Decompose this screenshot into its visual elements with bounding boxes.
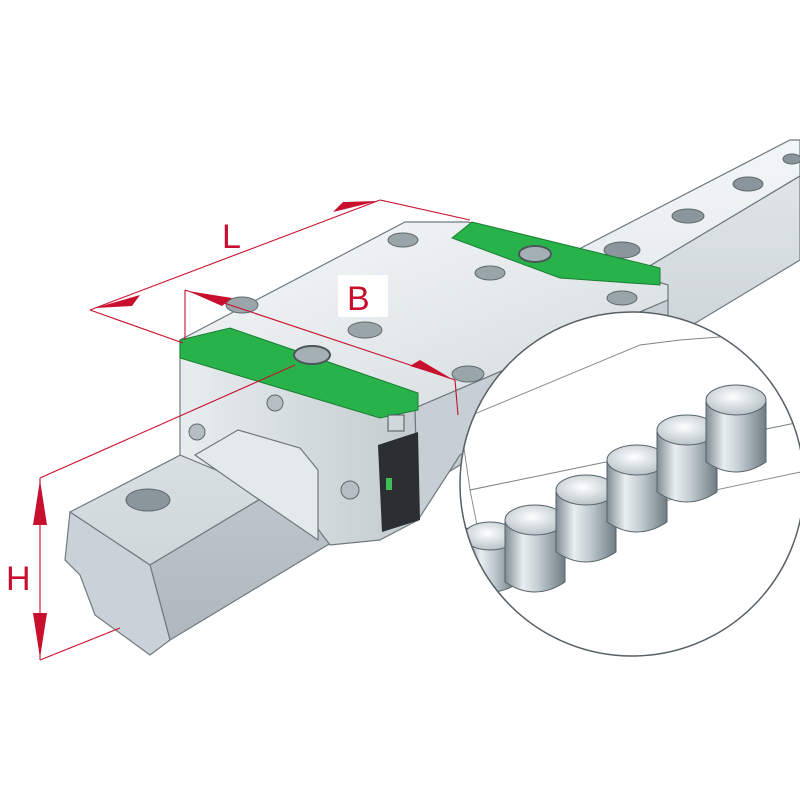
dimension-width: B <box>184 275 459 416</box>
end-seal <box>378 432 420 532</box>
hex-screw <box>387 414 405 432</box>
mounting-hole <box>387 232 419 248</box>
roller <box>555 474 617 563</box>
length-label: L <box>222 218 241 256</box>
width-label: B <box>347 280 370 318</box>
green-seal-back <box>450 221 661 286</box>
lubrication-nipple <box>293 345 331 365</box>
rail-hole <box>782 153 800 165</box>
rail-end-face <box>64 510 171 656</box>
mounting-hole <box>606 290 638 306</box>
width-label-bg <box>338 275 388 317</box>
screw-head <box>340 480 360 500</box>
height-label: H <box>6 560 31 598</box>
lubrication-nipple <box>518 245 552 263</box>
dimension-height: H <box>6 364 296 661</box>
rail-hole <box>603 241 641 259</box>
rail-top-under-block <box>193 429 319 542</box>
seal-indicator <box>386 478 392 490</box>
roller <box>656 414 718 503</box>
mounting-hole <box>347 321 383 339</box>
roller-detail-inset <box>459 311 800 657</box>
rail-hole <box>732 176 764 192</box>
mounting-hole <box>451 365 485 383</box>
rail-hole <box>671 208 705 224</box>
roller <box>504 504 566 593</box>
mounting-hole <box>474 265 506 281</box>
roller <box>705 384 767 473</box>
mounting-hole <box>225 296 259 314</box>
rail-hole <box>125 488 171 512</box>
green-seal-front <box>179 327 419 419</box>
screw-head <box>266 394 284 412</box>
dimension-length: L <box>89 199 471 344</box>
detail-circle-border <box>459 311 800 657</box>
screw-head <box>188 423 206 441</box>
